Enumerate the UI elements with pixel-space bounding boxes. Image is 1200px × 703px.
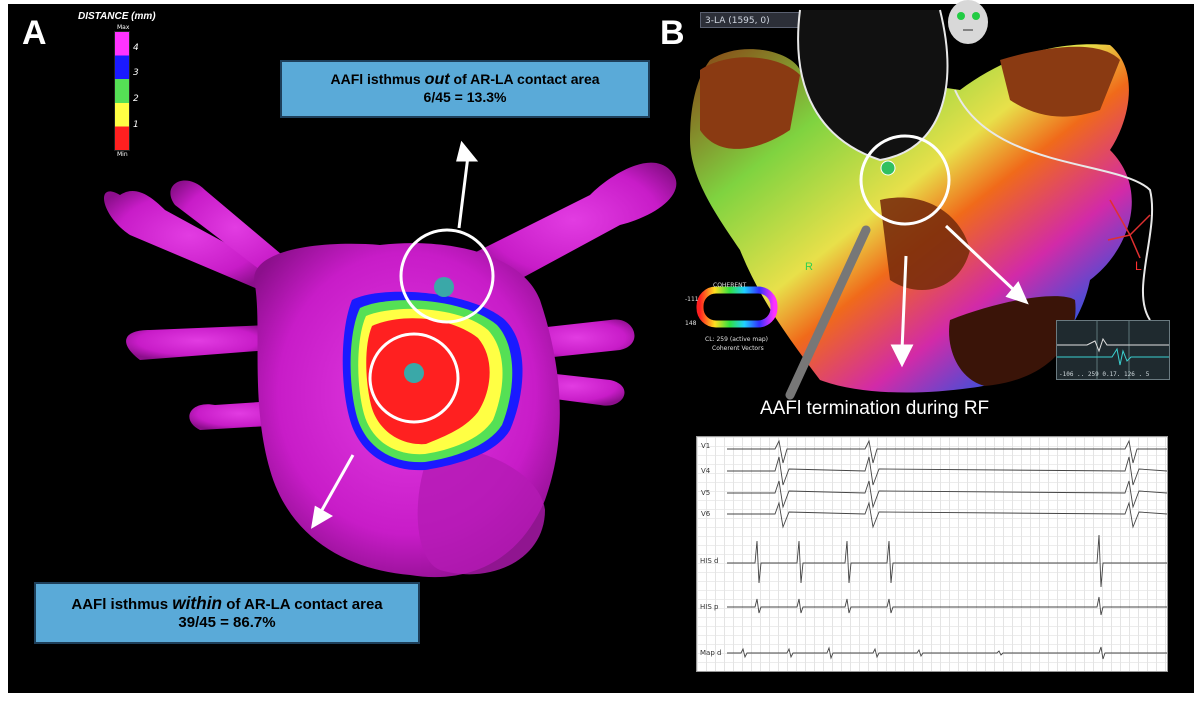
lead-label-v6: V6 <box>701 510 711 518</box>
lead-label-his-d: HIS d <box>700 557 719 565</box>
legend-tick-2: 2 <box>133 94 139 104</box>
cycle-length-readout: CL: 259 (active map) <box>705 336 768 343</box>
panel-b-letter: B <box>660 14 685 52</box>
ablation-catheter <box>785 225 871 400</box>
legend-tick-4: 4 <box>133 43 139 53</box>
orientation-left-label: L <box>1135 259 1142 273</box>
callout-isthmus-within: AAFl isthmus within of AR-LA contact are… <box>34 582 420 644</box>
coherent-title: COHERENT <box>713 282 747 289</box>
trace-v5 <box>727 480 1167 509</box>
lead-label-v1: V1 <box>701 442 711 450</box>
distance-legend-title: DISTANCE (mm) <box>78 11 156 22</box>
callout-within-text-2: of AR-LA contact area <box>222 596 383 613</box>
distance-color-scale <box>114 31 130 151</box>
lead-label-map-d: Map d <box>700 649 722 657</box>
scar-region <box>880 197 970 290</box>
catheter-shadow <box>954 89 1154 321</box>
orientation-right-label: R <box>805 261 813 273</box>
arrow-to-out-callout <box>456 140 479 229</box>
ecg-waveforms <box>727 439 1167 660</box>
isthmus-within-circle <box>368 332 460 424</box>
cl-note: (active map) <box>729 336 769 343</box>
lead-label-v4: V4 <box>701 467 711 475</box>
arrow-to-within-callout <box>310 454 355 529</box>
isthmus-out-circle <box>399 228 495 324</box>
legend-tick-3: 3 <box>133 68 139 78</box>
egm-trace <box>1057 321 1169 379</box>
map-selector-value: 3-LA (1595, 0) <box>705 16 770 26</box>
callout-out-ratio: 6/45 = 13.3% <box>423 89 507 105</box>
isthmus-within-marker <box>404 363 424 383</box>
ablation-tip-marker <box>880 160 896 176</box>
legend-min-label: Min <box>117 151 128 158</box>
orientation-axes-icon <box>1107 199 1151 259</box>
callout-out-text-1: AAFl isthmus <box>330 71 425 87</box>
egm-inset-panel: -106 .. 259 0.17. 126 . 5 <box>1056 320 1170 380</box>
cl-label: CL: <box>705 336 715 343</box>
trace-v1 <box>727 439 1167 464</box>
legend-tick-1: 1 <box>133 120 139 130</box>
map-selector-dropdown[interactable]: 3-LA (1595, 0) ▾ <box>700 12 820 28</box>
trace-his-d <box>727 534 1167 588</box>
callout-within-text-1: AAFl isthmus <box>71 596 173 613</box>
trace-map-d <box>727 646 1167 660</box>
termination-site-circle <box>859 134 951 226</box>
coherent-vectors-label: Coherent Vectors <box>712 345 764 352</box>
trace-v6 <box>727 501 1167 529</box>
coherent-color-ring <box>696 286 778 328</box>
rf-termination-title: AAFl termination during RF <box>760 398 990 419</box>
trace-his-p <box>727 596 1167 616</box>
egm-readout: -106 .. 259 0.17. 126 . 5 <box>1059 371 1150 378</box>
arrow-down-activation <box>890 255 914 368</box>
arrow-to-appendage <box>944 224 1029 305</box>
panel-a-letter: A <box>22 14 47 52</box>
sheath-outline <box>797 9 949 162</box>
legend-max-label: Max <box>117 24 130 31</box>
coherent-max: 148 <box>685 320 697 327</box>
lead-label-his-p: HIS p <box>700 603 719 611</box>
callout-within-ratio: 39/45 = 86.7% <box>178 614 276 631</box>
coherent-min: -111 <box>685 296 699 303</box>
callout-out-emphasis: out <box>424 70 450 88</box>
appendage-region <box>949 296 1076 386</box>
callout-within-emphasis: within <box>172 593 223 613</box>
orientation-head-icon <box>948 0 988 44</box>
callout-isthmus-out: AAFl isthmus out of AR-LA contact area 6… <box>280 60 650 118</box>
ecg-tracings-panel: V1 V4 V5 V6 HIS d HIS p Map d <box>696 436 1168 672</box>
trace-v4 <box>727 456 1167 486</box>
cl-value: 259 <box>716 336 728 343</box>
lead-label-v5: V5 <box>701 489 711 497</box>
isthmus-out-marker <box>434 277 454 297</box>
callout-out-text-2: of AR-LA contact area <box>449 71 600 87</box>
scar-region <box>700 57 800 149</box>
scar-region <box>1000 46 1120 117</box>
